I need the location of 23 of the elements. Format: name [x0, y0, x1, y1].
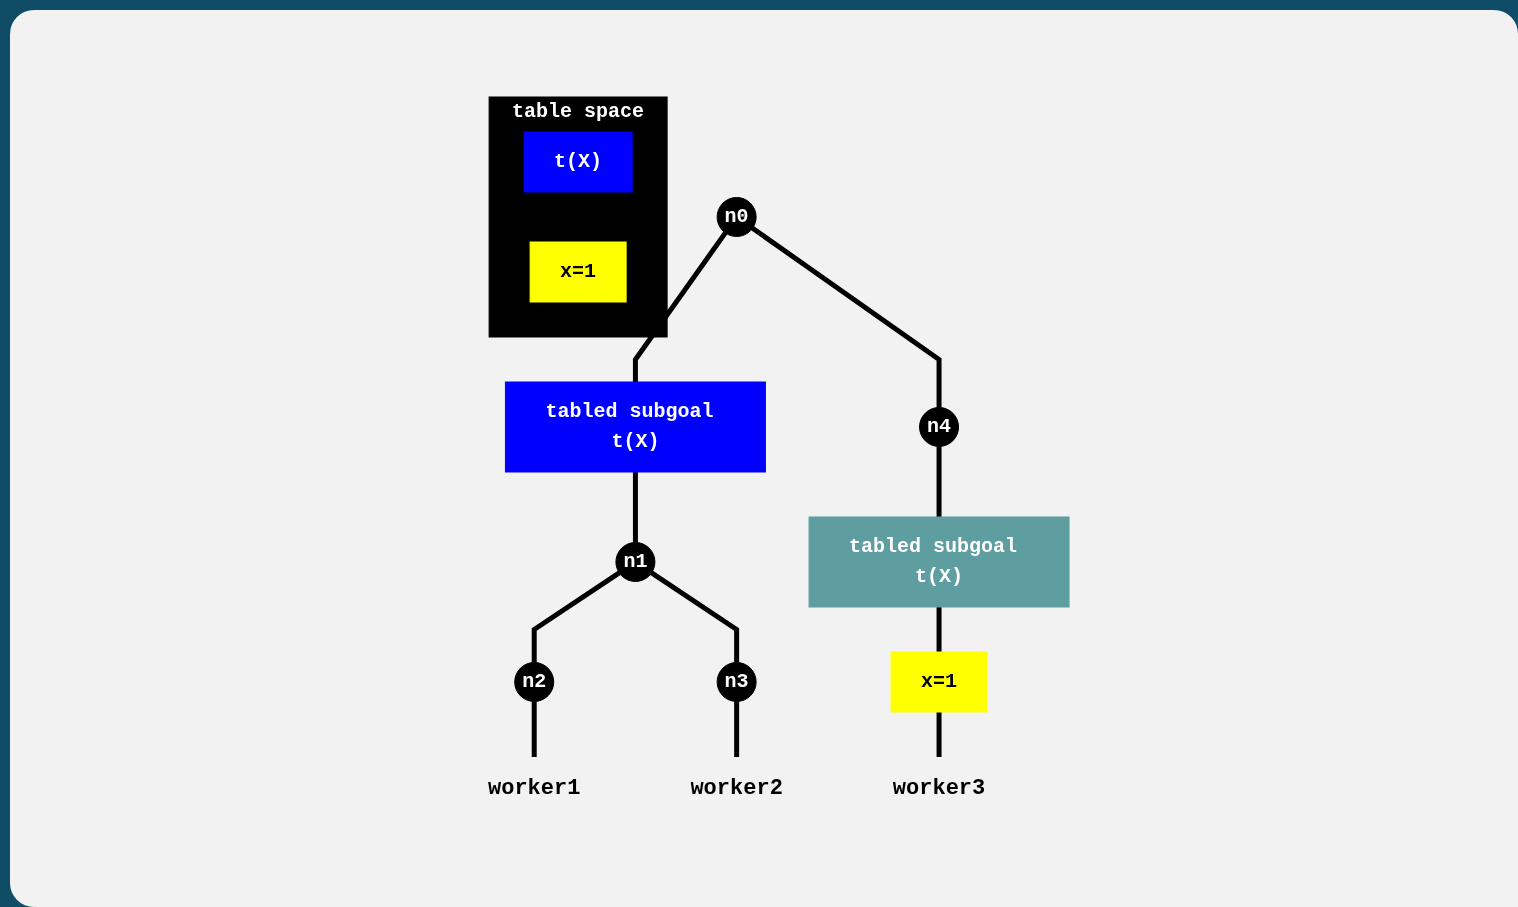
node-text: worker1 — [488, 775, 581, 801]
connector — [937, 712, 942, 757]
node-text: worker3 — [893, 775, 986, 801]
connector — [937, 607, 942, 652]
connector — [937, 446, 942, 517]
connector — [751, 226, 942, 408]
node-circle: n0 — [717, 197, 758, 237]
node-circle: n1 — [615, 542, 656, 582]
node-box: tabled subgoal t(X) — [809, 516, 1070, 608]
node-box: x=1 — [530, 241, 628, 303]
node-box: tabled subgoal t(X) — [505, 381, 767, 473]
connector — [532, 570, 622, 663]
node-circle: n3 — [717, 662, 758, 702]
connector — [734, 701, 740, 757]
node-text: worker2 — [690, 775, 784, 801]
node-circle: n4 — [919, 407, 960, 447]
node-circle: n2 — [514, 662, 555, 702]
connector — [633, 231, 728, 382]
node-box: x=1 — [891, 651, 988, 713]
connector — [650, 570, 740, 663]
connector — [633, 472, 639, 543]
connector — [532, 701, 538, 757]
node-box: t(X) — [524, 131, 634, 193]
